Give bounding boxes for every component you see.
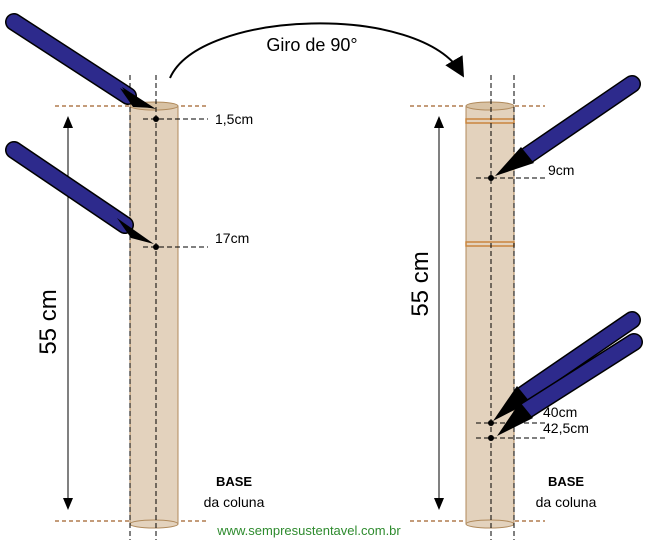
left-mark-2-label: 17cm	[215, 230, 249, 246]
left-column-group: 1,5cm 17cm 55 cm BASE da coluna	[5, 13, 265, 540]
left-height-arrow-top	[63, 116, 73, 128]
right-pencil-3	[497, 333, 643, 436]
left-column	[129, 105, 179, 525]
right-mark-1-label: 9cm	[548, 162, 574, 178]
right-base-label: BASE	[548, 474, 584, 489]
right-mark-1-dot	[488, 175, 494, 181]
right-height-arrow-bottom	[434, 498, 444, 510]
website-credit: www.sempresustentavel.com.br	[216, 523, 401, 538]
right-pencil-1	[495, 75, 641, 176]
right-height-label: 55 cm	[407, 251, 434, 316]
left-height-label: 55 cm	[35, 289, 62, 354]
rotation-label: Giro de 90°	[266, 35, 357, 55]
right-mark-3-label: 42,5cm	[543, 420, 589, 436]
right-band-top	[465, 118, 515, 124]
left-height-arrow-bottom	[63, 498, 73, 510]
left-base-label: BASE	[216, 474, 252, 489]
right-column-top	[465, 101, 515, 111]
left-pencil-2	[5, 141, 154, 244]
left-mark-1-label: 1,5cm	[215, 111, 253, 127]
right-mark-2-dot	[488, 420, 494, 426]
rotation-arrow	[169, 22, 465, 79]
left-pencil-1	[5, 13, 156, 109]
right-height-arrow-top	[434, 116, 444, 128]
left-base-sublabel: da coluna	[204, 494, 265, 510]
left-mark-1-dot	[153, 116, 159, 122]
left-mark-2-dot	[153, 244, 159, 250]
left-column-bottom	[129, 519, 179, 529]
right-base-sublabel: da coluna	[536, 494, 597, 510]
right-column-group: 9cm 40cm 42,5cm 55 cm BASE da coluna	[407, 75, 643, 540]
right-mark-2-label: 40cm	[543, 404, 577, 420]
right-mark-3-dot	[488, 435, 494, 441]
right-column-bottom	[465, 519, 515, 529]
right-pencil-2	[493, 311, 641, 421]
